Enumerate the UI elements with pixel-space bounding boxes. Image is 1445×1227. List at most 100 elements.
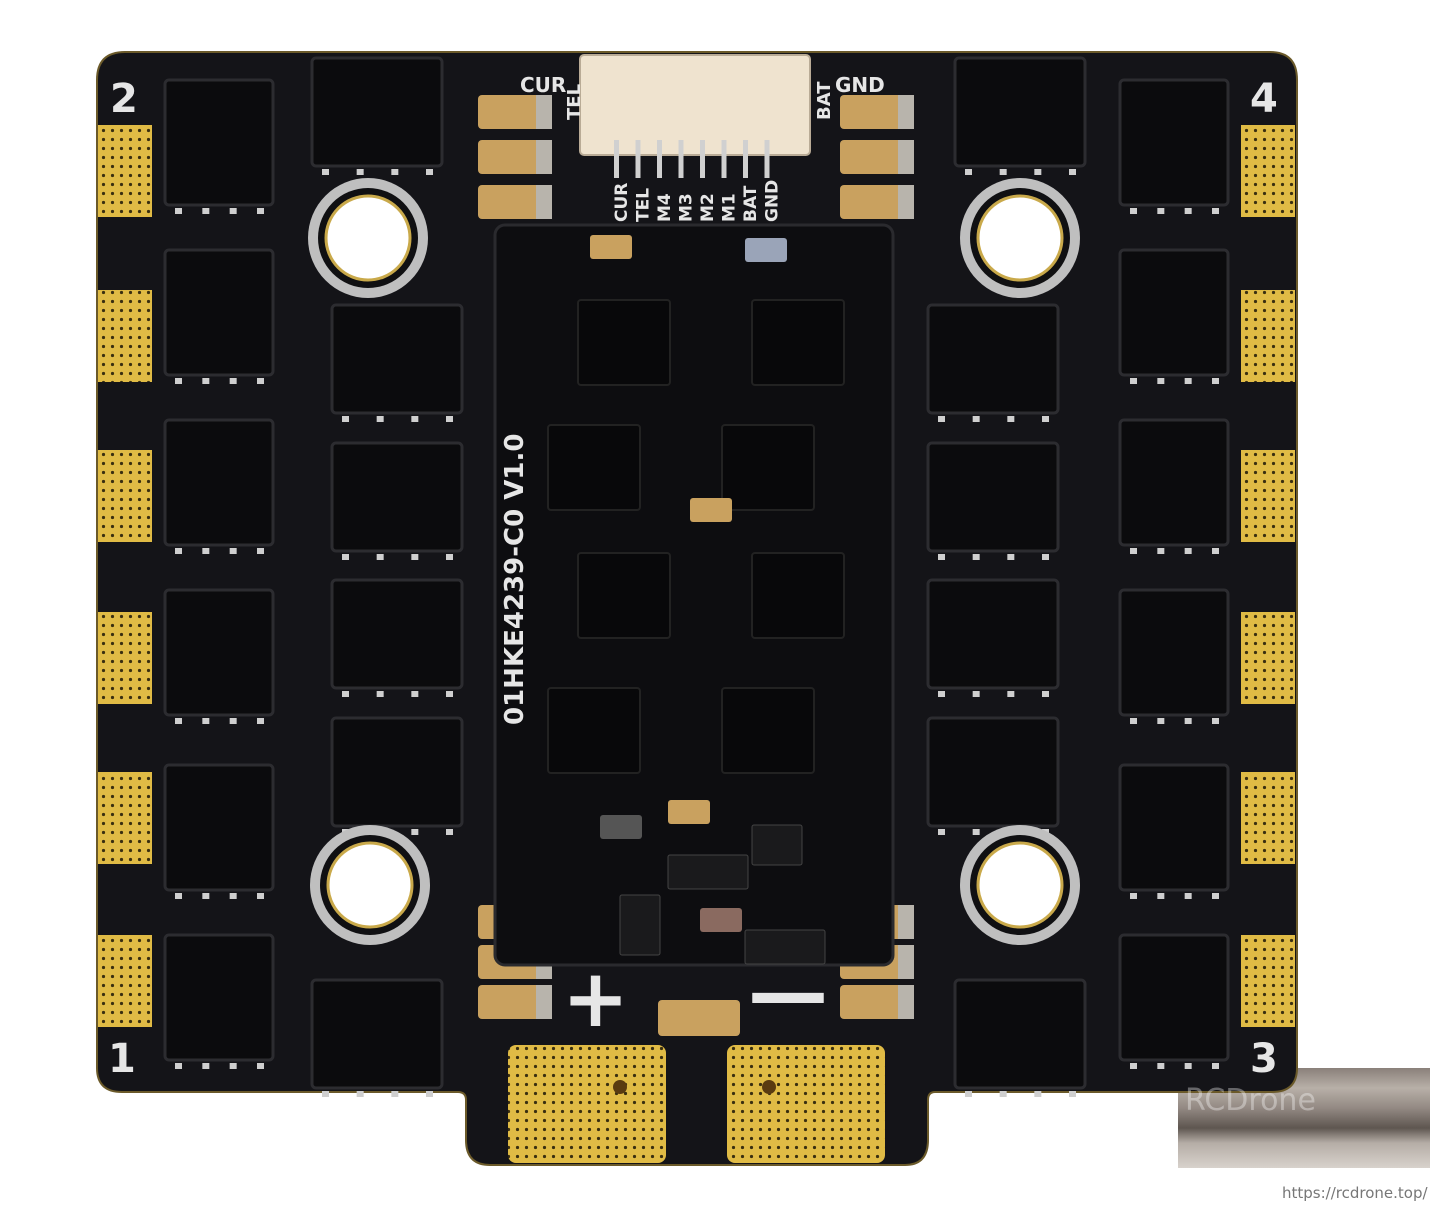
smd-component bbox=[668, 800, 710, 824]
connector-pin bbox=[743, 140, 748, 178]
connector-pin-label: CUR bbox=[612, 183, 632, 222]
power-pad bbox=[508, 1045, 666, 1163]
mosfet-lead bbox=[1157, 548, 1165, 554]
mosfet bbox=[1118, 763, 1230, 892]
mosfet bbox=[163, 418, 275, 547]
smd-component bbox=[690, 498, 732, 522]
mounting-hole bbox=[976, 841, 1064, 929]
mosfet-lead bbox=[1184, 208, 1192, 214]
mosfet-lead bbox=[175, 893, 182, 899]
mosfet bbox=[163, 588, 275, 717]
corner-number-4: 4 bbox=[1250, 76, 1278, 122]
mosfet-lead bbox=[446, 416, 453, 422]
mosfet-lead bbox=[1212, 378, 1219, 384]
mosfet-lead bbox=[411, 416, 419, 422]
corner-number-2: 2 bbox=[110, 76, 138, 122]
capacitor bbox=[478, 140, 552, 174]
connector-header bbox=[579, 54, 811, 156]
connector-pin-label: TEL bbox=[634, 188, 654, 222]
capacitor bbox=[478, 185, 552, 219]
connector-pin-label: BAT bbox=[741, 185, 761, 222]
mosfet-lead bbox=[1184, 1063, 1192, 1069]
driver-ic bbox=[751, 299, 845, 386]
mosfet bbox=[163, 763, 275, 892]
mosfet-lead bbox=[202, 1063, 210, 1069]
mosfet-lead bbox=[1212, 718, 1219, 724]
mosfet-lead bbox=[257, 548, 264, 554]
mosfet-lead bbox=[391, 1091, 399, 1097]
mosfet-lead bbox=[229, 208, 237, 214]
mosfet-lead bbox=[257, 1063, 264, 1069]
mosfet-lead bbox=[1069, 169, 1076, 175]
capacitor bbox=[478, 985, 552, 1019]
mosfet-lead bbox=[1184, 718, 1192, 724]
mosfet-lead bbox=[202, 208, 210, 214]
motor-pad bbox=[98, 450, 152, 542]
mosfet-lead bbox=[938, 416, 945, 422]
mosfet-lead bbox=[1130, 1063, 1137, 1069]
mosfet-lead bbox=[972, 691, 980, 697]
driver-ic bbox=[547, 687, 641, 774]
capacitor-terminal bbox=[898, 185, 914, 219]
board-marking: 01HKE4239-C0 V1.0 bbox=[500, 434, 530, 725]
mosfet-lead bbox=[1130, 718, 1137, 724]
mosfet-lead bbox=[257, 893, 264, 899]
connector-pin-label: M3 bbox=[677, 193, 697, 222]
driver-ic bbox=[577, 552, 671, 639]
capacitor bbox=[478, 95, 552, 129]
mosfet-lead bbox=[1212, 548, 1219, 554]
mosfet-lead bbox=[446, 829, 453, 835]
regulator-ic bbox=[751, 824, 803, 866]
mosfet-lead bbox=[999, 169, 1007, 175]
regulator-ic bbox=[744, 929, 826, 965]
mosfet-lead bbox=[1157, 378, 1165, 384]
driver-ic bbox=[721, 424, 815, 511]
capacitor bbox=[840, 95, 914, 129]
connector-pin bbox=[635, 140, 641, 178]
connector-pin bbox=[678, 140, 684, 178]
driver-ic bbox=[721, 687, 815, 774]
mosfet bbox=[310, 56, 444, 168]
mosfet-lead bbox=[1069, 1091, 1076, 1097]
mosfet-lead bbox=[229, 378, 237, 384]
driver-ic bbox=[547, 424, 641, 511]
mosfet-lead bbox=[1157, 718, 1165, 724]
mosfet-lead bbox=[175, 718, 182, 724]
capacitor bbox=[840, 185, 914, 219]
mosfet bbox=[1118, 248, 1230, 377]
capacitor bbox=[840, 985, 914, 1019]
mosfet-lead bbox=[391, 169, 399, 175]
connector-pin-label: GND bbox=[763, 180, 783, 222]
mounting-hole bbox=[324, 194, 412, 282]
connector-pin bbox=[721, 140, 727, 178]
mosfet-lead bbox=[342, 554, 349, 560]
mosfet bbox=[953, 978, 1087, 1090]
mosfet bbox=[926, 578, 1060, 690]
capacitor bbox=[840, 140, 914, 174]
mosfet-lead bbox=[322, 1091, 329, 1097]
capacitor-terminal bbox=[536, 985, 552, 1019]
mosfet-lead bbox=[202, 893, 210, 899]
mosfet-lead bbox=[999, 1091, 1007, 1097]
mosfet-lead bbox=[229, 718, 237, 724]
mosfet-lead bbox=[175, 378, 182, 384]
mosfet-lead bbox=[175, 1063, 182, 1069]
connector-pin bbox=[700, 140, 705, 178]
mosfet bbox=[310, 978, 444, 1090]
mosfet-lead bbox=[202, 718, 210, 724]
motor-pad bbox=[1241, 290, 1295, 382]
motor-pad bbox=[98, 772, 152, 864]
mosfet-lead bbox=[1184, 893, 1192, 899]
smd-component bbox=[600, 815, 642, 839]
mosfet-lead bbox=[1130, 378, 1137, 384]
mosfet-lead bbox=[972, 416, 980, 422]
watermark-logo: RCDrone bbox=[1185, 1083, 1316, 1118]
mosfet-lead bbox=[376, 554, 384, 560]
mosfet-lead bbox=[965, 169, 972, 175]
mosfet-lead bbox=[175, 208, 182, 214]
capacitor-terminal bbox=[898, 905, 914, 939]
mosfet bbox=[163, 248, 275, 377]
mosfet-lead bbox=[938, 691, 945, 697]
mosfet-lead bbox=[446, 691, 453, 697]
